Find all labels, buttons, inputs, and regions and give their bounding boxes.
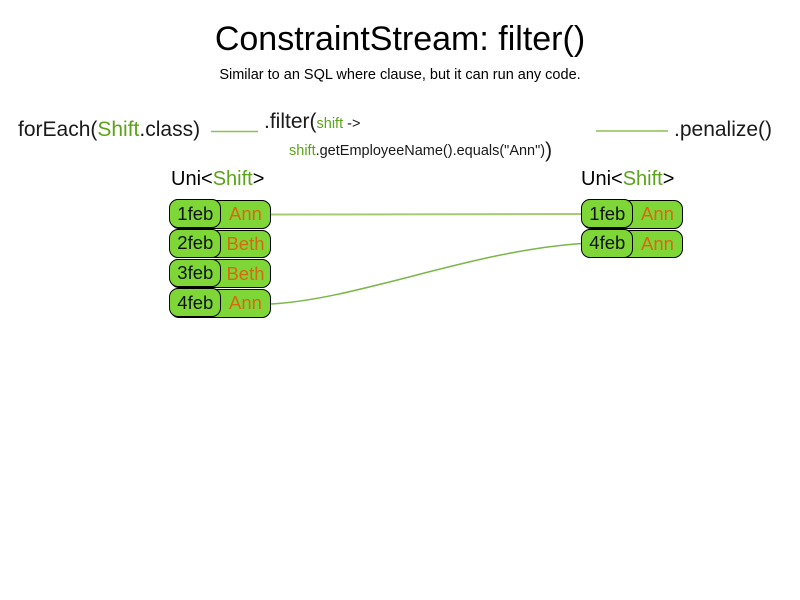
- filter-arrow: ->: [343, 116, 361, 132]
- shift-date-cell: 1feb: [581, 199, 634, 228]
- filter-code-line2: shift.getEmployeeName().equals("Ann")): [289, 139, 552, 163]
- filter-body: .getEmployeeName().equals("Ann"): [315, 143, 546, 159]
- page-subtitle: Similar to an SQL where clause, but it c…: [219, 67, 581, 83]
- page-title: ConstraintStream: filter(): [214, 20, 586, 58]
- filter-body-param: shift: [289, 143, 316, 159]
- left-stream-type-label: Uni<Shift>: [171, 168, 264, 191]
- uni-type: Shift: [212, 168, 253, 190]
- filter-lambda-param: shift: [316, 116, 344, 132]
- filter-close-paren: ): [545, 139, 553, 162]
- uni-post: >: [252, 168, 265, 190]
- shift-row: Ann 1feb: [169, 199, 271, 229]
- shift-employee-cell: Beth: [226, 232, 265, 254]
- left-stream-table: Ann 1feb Beth 2feb Beth 3feb Ann 4feb: [169, 199, 271, 319]
- filter-method: .filter(: [264, 110, 317, 133]
- shift-employee-cell: Beth: [226, 262, 265, 284]
- shift-date-cell: 2feb: [169, 229, 222, 258]
- shift-date-cell: 4feb: [581, 229, 634, 258]
- uni-pre: Uni<: [171, 168, 213, 190]
- filter-code-line1: .filter(shift ->: [264, 110, 360, 134]
- shift-date-cell: 4feb: [169, 288, 222, 317]
- shift-row: Ann 1feb: [581, 199, 683, 229]
- shift-employee-cell: Ann: [641, 232, 674, 254]
- uni-post: >: [662, 168, 675, 190]
- foreach-post: .class): [139, 118, 201, 141]
- uni-type: Shift: [622, 168, 663, 190]
- foreach-pre: forEach(: [18, 118, 98, 141]
- penalize-code: .penalize(): [674, 118, 773, 141]
- shift-employee-cell: Ann: [229, 292, 262, 314]
- connector-row-4feb: [270, 242, 583, 305]
- shift-row: Ann 4feb: [581, 229, 683, 259]
- shift-date-cell: 3feb: [169, 258, 222, 288]
- shift-row: Beth 2feb: [169, 229, 271, 259]
- shift-row: Ann 4feb: [169, 288, 271, 318]
- foreach-class-name: Shift: [97, 118, 140, 141]
- connector-row-1feb: [270, 213, 583, 216]
- shift-date-cell: 1feb: [169, 199, 222, 228]
- right-stream-table: Ann 1feb Ann 4feb: [581, 199, 683, 259]
- uni-pre: Uni<: [581, 168, 623, 190]
- shift-employee-cell: Ann: [641, 203, 674, 225]
- shift-employee-cell: Ann: [229, 203, 262, 225]
- right-stream-type-label: Uni<Shift>: [581, 168, 674, 191]
- foreach-code: forEach(Shift.class): [18, 118, 200, 142]
- shift-row: Beth 3feb: [169, 258, 271, 288]
